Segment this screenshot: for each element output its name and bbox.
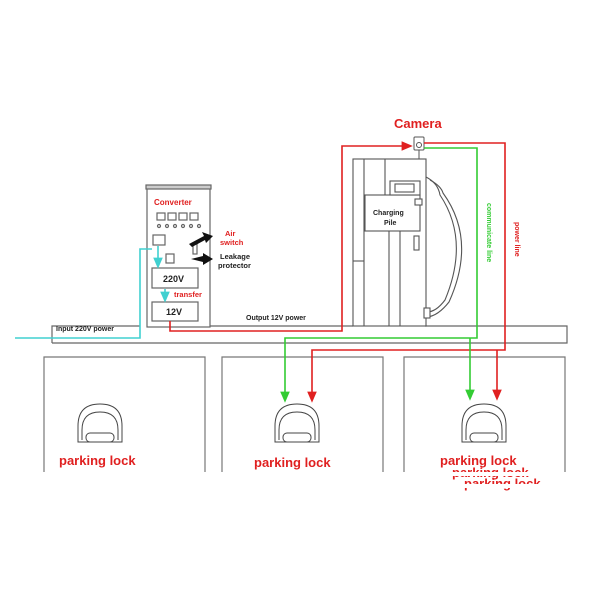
camera-icon [413,136,425,159]
input-power-label: Input 220V power [56,326,114,333]
charging-pile-label-1: Charging [373,210,404,217]
label-mask [400,484,570,488]
air-switch-label-2: switch [220,238,244,247]
input-power-line [15,246,170,339]
air-switch-pointer-icon [189,232,213,247]
camera-label: Camera [394,116,442,131]
charging-pile-label-2: Pile [384,220,397,227]
charging-pile [352,158,463,327]
parking-lock-icon [274,403,320,443]
12v-label: 12V [166,307,182,317]
leakage-label-1: Leakage [220,252,250,261]
parking-bay-2 [221,356,384,472]
power-line-label: power line [513,222,520,257]
box-12v [151,301,199,322]
communicate-line [280,147,478,403]
220v-label: 220V [163,274,184,284]
parking-bay-3 [403,356,566,472]
leakage-pointer-icon [191,253,213,265]
transfer-label: transfer [174,290,202,299]
converter-label: Converter [154,198,192,207]
power-line [169,141,506,403]
box-220v [151,267,199,289]
parking-bay-1 [43,356,206,472]
parking-lock-label-3-group: parking lock parking lock parking lock [400,453,570,502]
air-switch-label-1: Air [225,229,236,238]
platform [51,325,568,344]
parking-lock-icon [77,403,123,443]
parking-lock-label-2: parking lock [254,455,331,470]
leakage-protector [165,253,175,264]
leakage-label-2: protector [218,261,251,270]
label-mask [400,472,570,476]
parking-lock-label-1: parking lock [59,453,136,468]
parking-lock-label-3c: parking lock [464,476,541,491]
communicate-line-label: communicate line [485,203,492,262]
parking-bays [43,356,566,472]
parking-lock-icon [461,403,507,443]
air-switch [152,234,166,246]
parking-lock-label-3a: parking lock [440,453,517,468]
output-power-label: Output 12V power [246,315,306,322]
